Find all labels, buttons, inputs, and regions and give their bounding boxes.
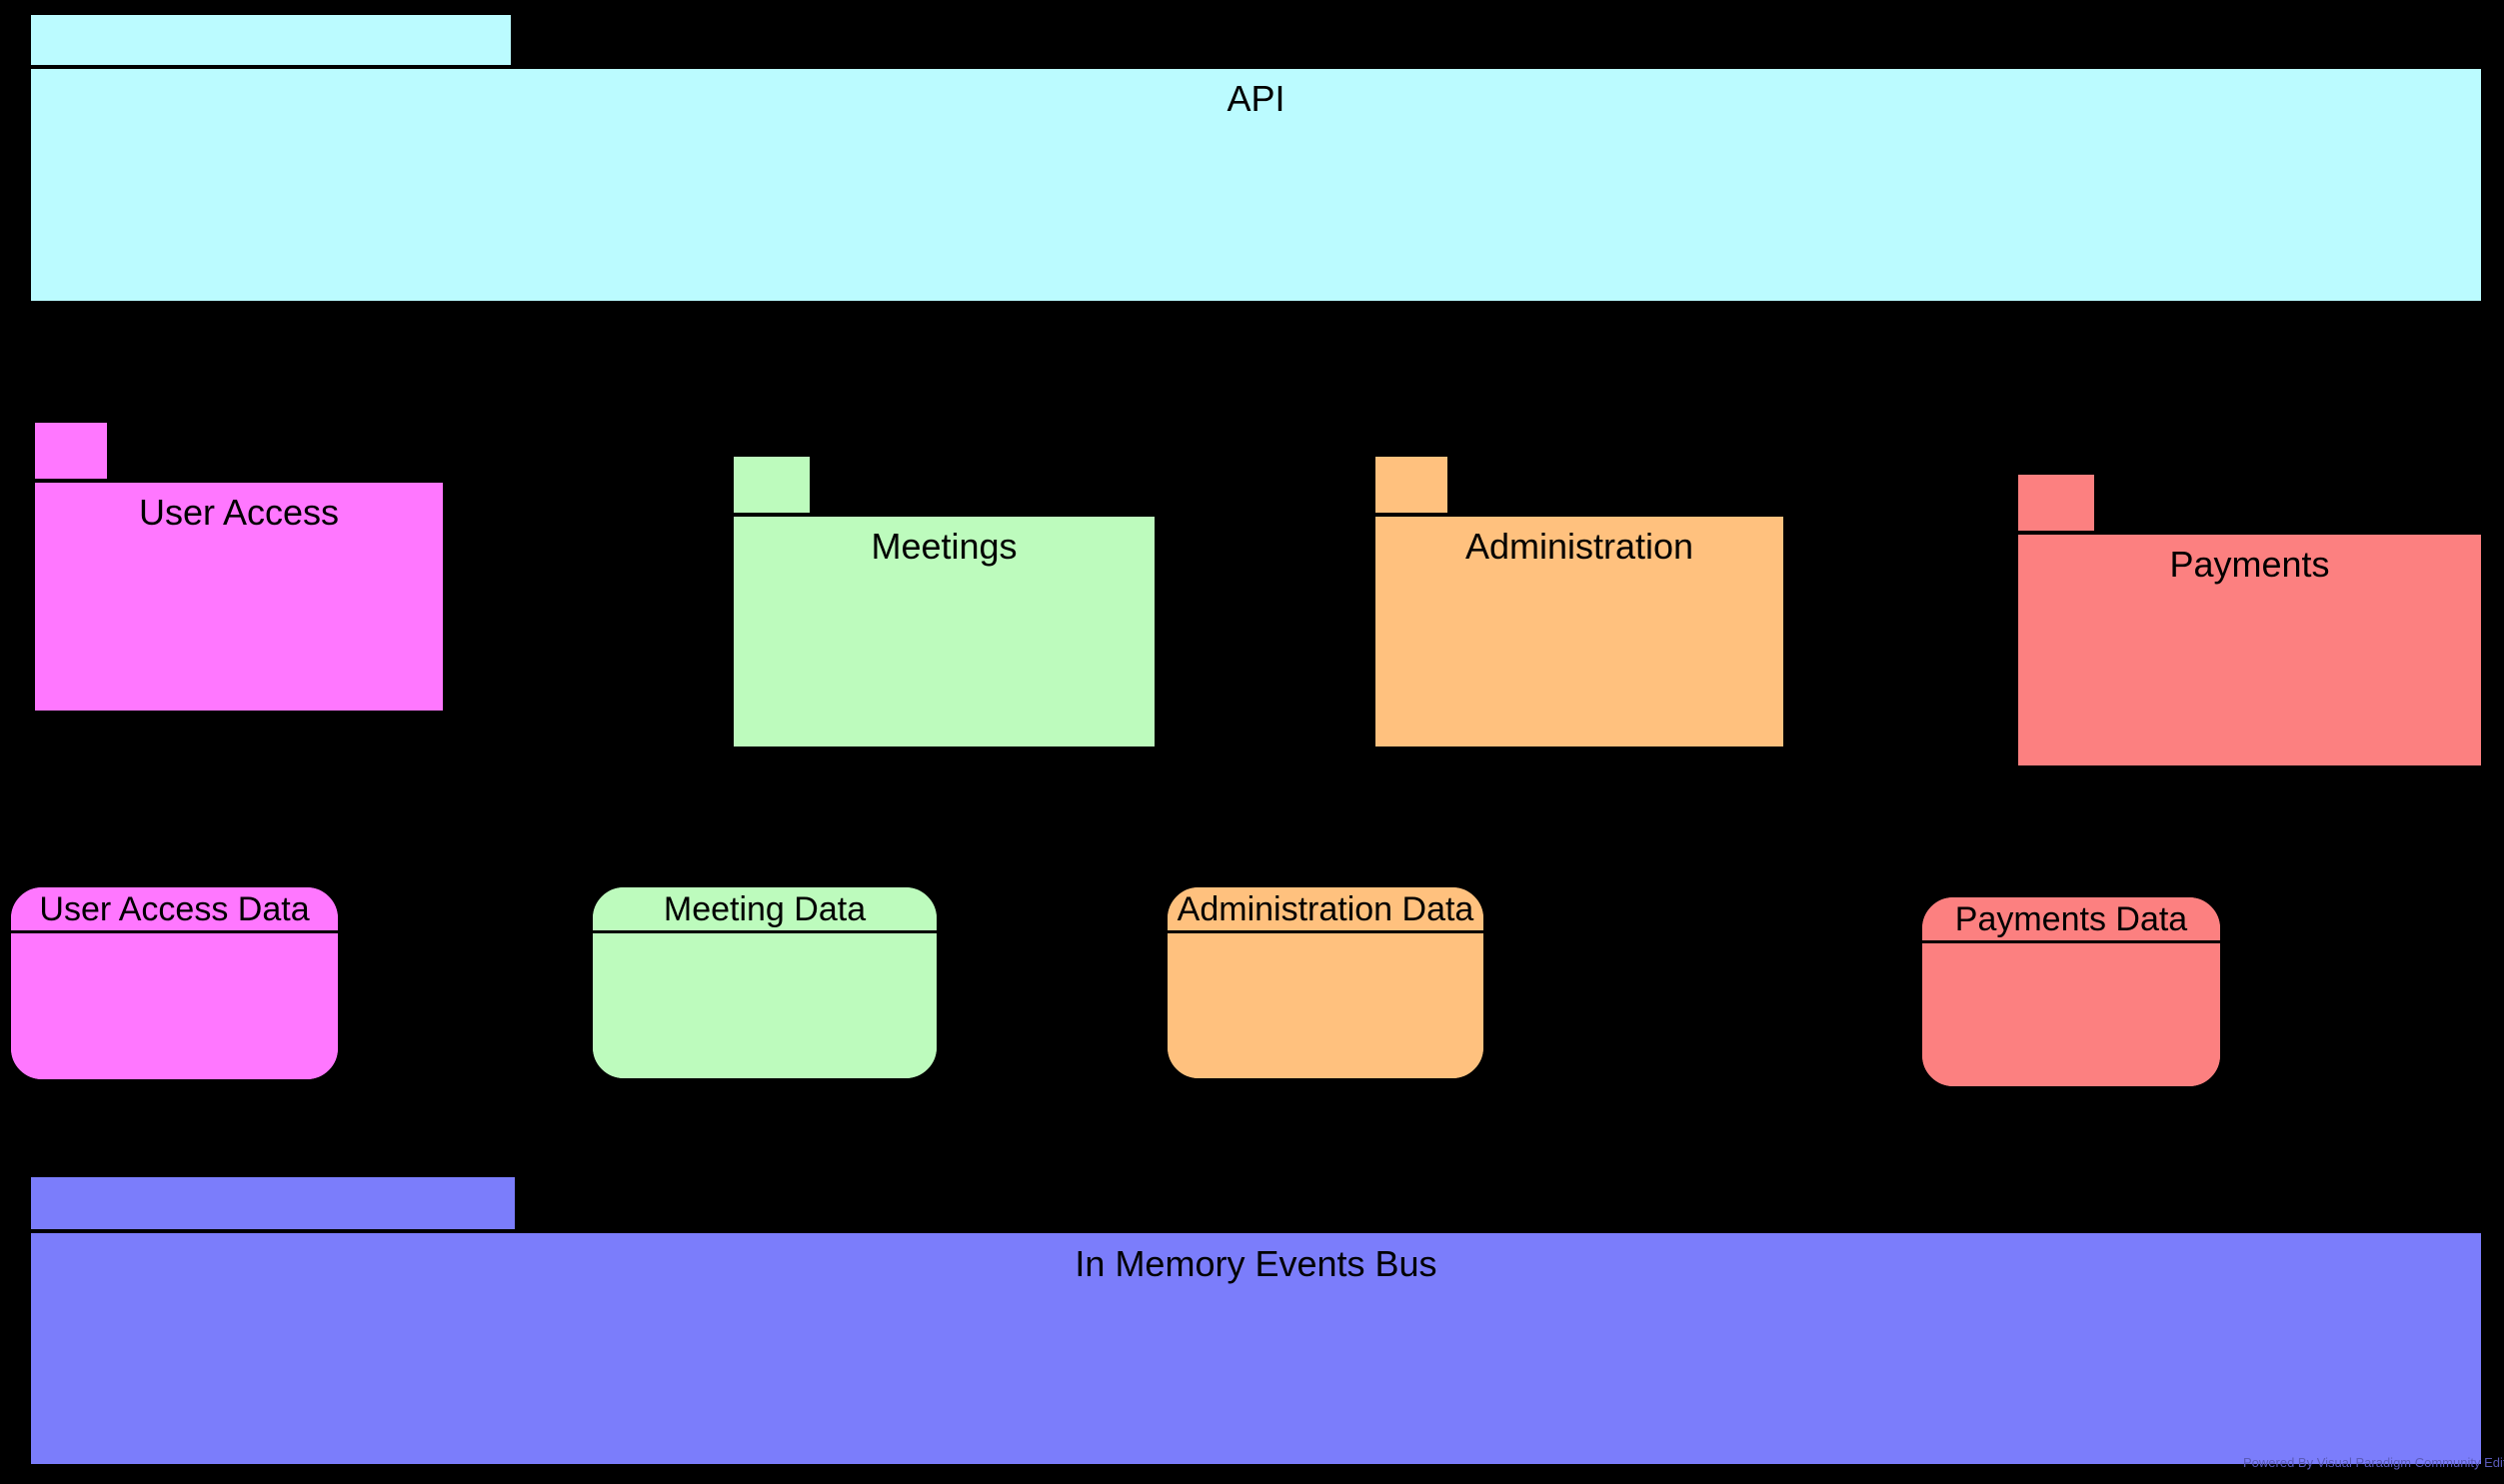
datastore-payments-data-body: [1922, 943, 2220, 1086]
datastore-administration-data-header: Administration Data: [1168, 887, 1483, 933]
package-administration-body: [1372, 514, 1786, 749]
package-in-memory-events-bus-body: [28, 1230, 2484, 1467]
datastore-administration-data[interactable]: Administration Data: [1165, 884, 1486, 1081]
watermark: Powered By Visual Paradigm Community Edi…: [2243, 1454, 2504, 1470]
datastore-meeting-data-header: Meeting Data: [593, 887, 937, 933]
datastore-user-access-data[interactable]: User Access Data: [8, 884, 341, 1082]
package-meetings[interactable]: Meetings: [731, 454, 1158, 749]
package-payments-tab: [2015, 472, 2097, 534]
package-api-body: [28, 66, 2484, 304]
package-user-access-body: [32, 480, 446, 714]
datastore-meeting-data-label: Meeting Data: [663, 889, 867, 928]
package-api-tab: [28, 12, 514, 68]
datastore-administration-data-label: Administration Data: [1177, 889, 1474, 928]
datastore-user-access-data-label: User Access Data: [39, 889, 310, 928]
datastore-user-access-data-body: [11, 933, 338, 1079]
datastore-payments-data-label: Payments Data: [1954, 899, 2188, 938]
package-user-access-tab: [32, 420, 110, 482]
datastore-payments-data-header: Payments Data: [1922, 897, 2220, 943]
package-in-memory-events-bus[interactable]: In Memory Events Bus: [28, 1174, 2484, 1467]
package-in-memory-events-bus-tab: [28, 1174, 518, 1232]
package-payments[interactable]: Payments: [2015, 472, 2484, 768]
package-meetings-tab: [731, 454, 813, 516]
datastore-administration-data-body: [1168, 933, 1483, 1078]
package-administration[interactable]: Administration: [1372, 454, 1786, 749]
watermark-text: Powered By Visual Paradigm Community Edi…: [2243, 1454, 2504, 1470]
package-administration-tab: [1372, 454, 1450, 516]
package-payments-body: [2015, 532, 2484, 768]
datastore-meeting-data-body: [593, 933, 937, 1078]
package-meetings-body: [731, 514, 1158, 749]
datastore-payments-data[interactable]: Payments Data: [1919, 894, 2223, 1089]
package-api[interactable]: API: [28, 12, 2484, 304]
package-user-access[interactable]: User Access: [32, 420, 446, 714]
datastore-user-access-data-header: User Access Data: [11, 887, 338, 933]
datastore-meeting-data[interactable]: Meeting Data: [590, 884, 940, 1081]
